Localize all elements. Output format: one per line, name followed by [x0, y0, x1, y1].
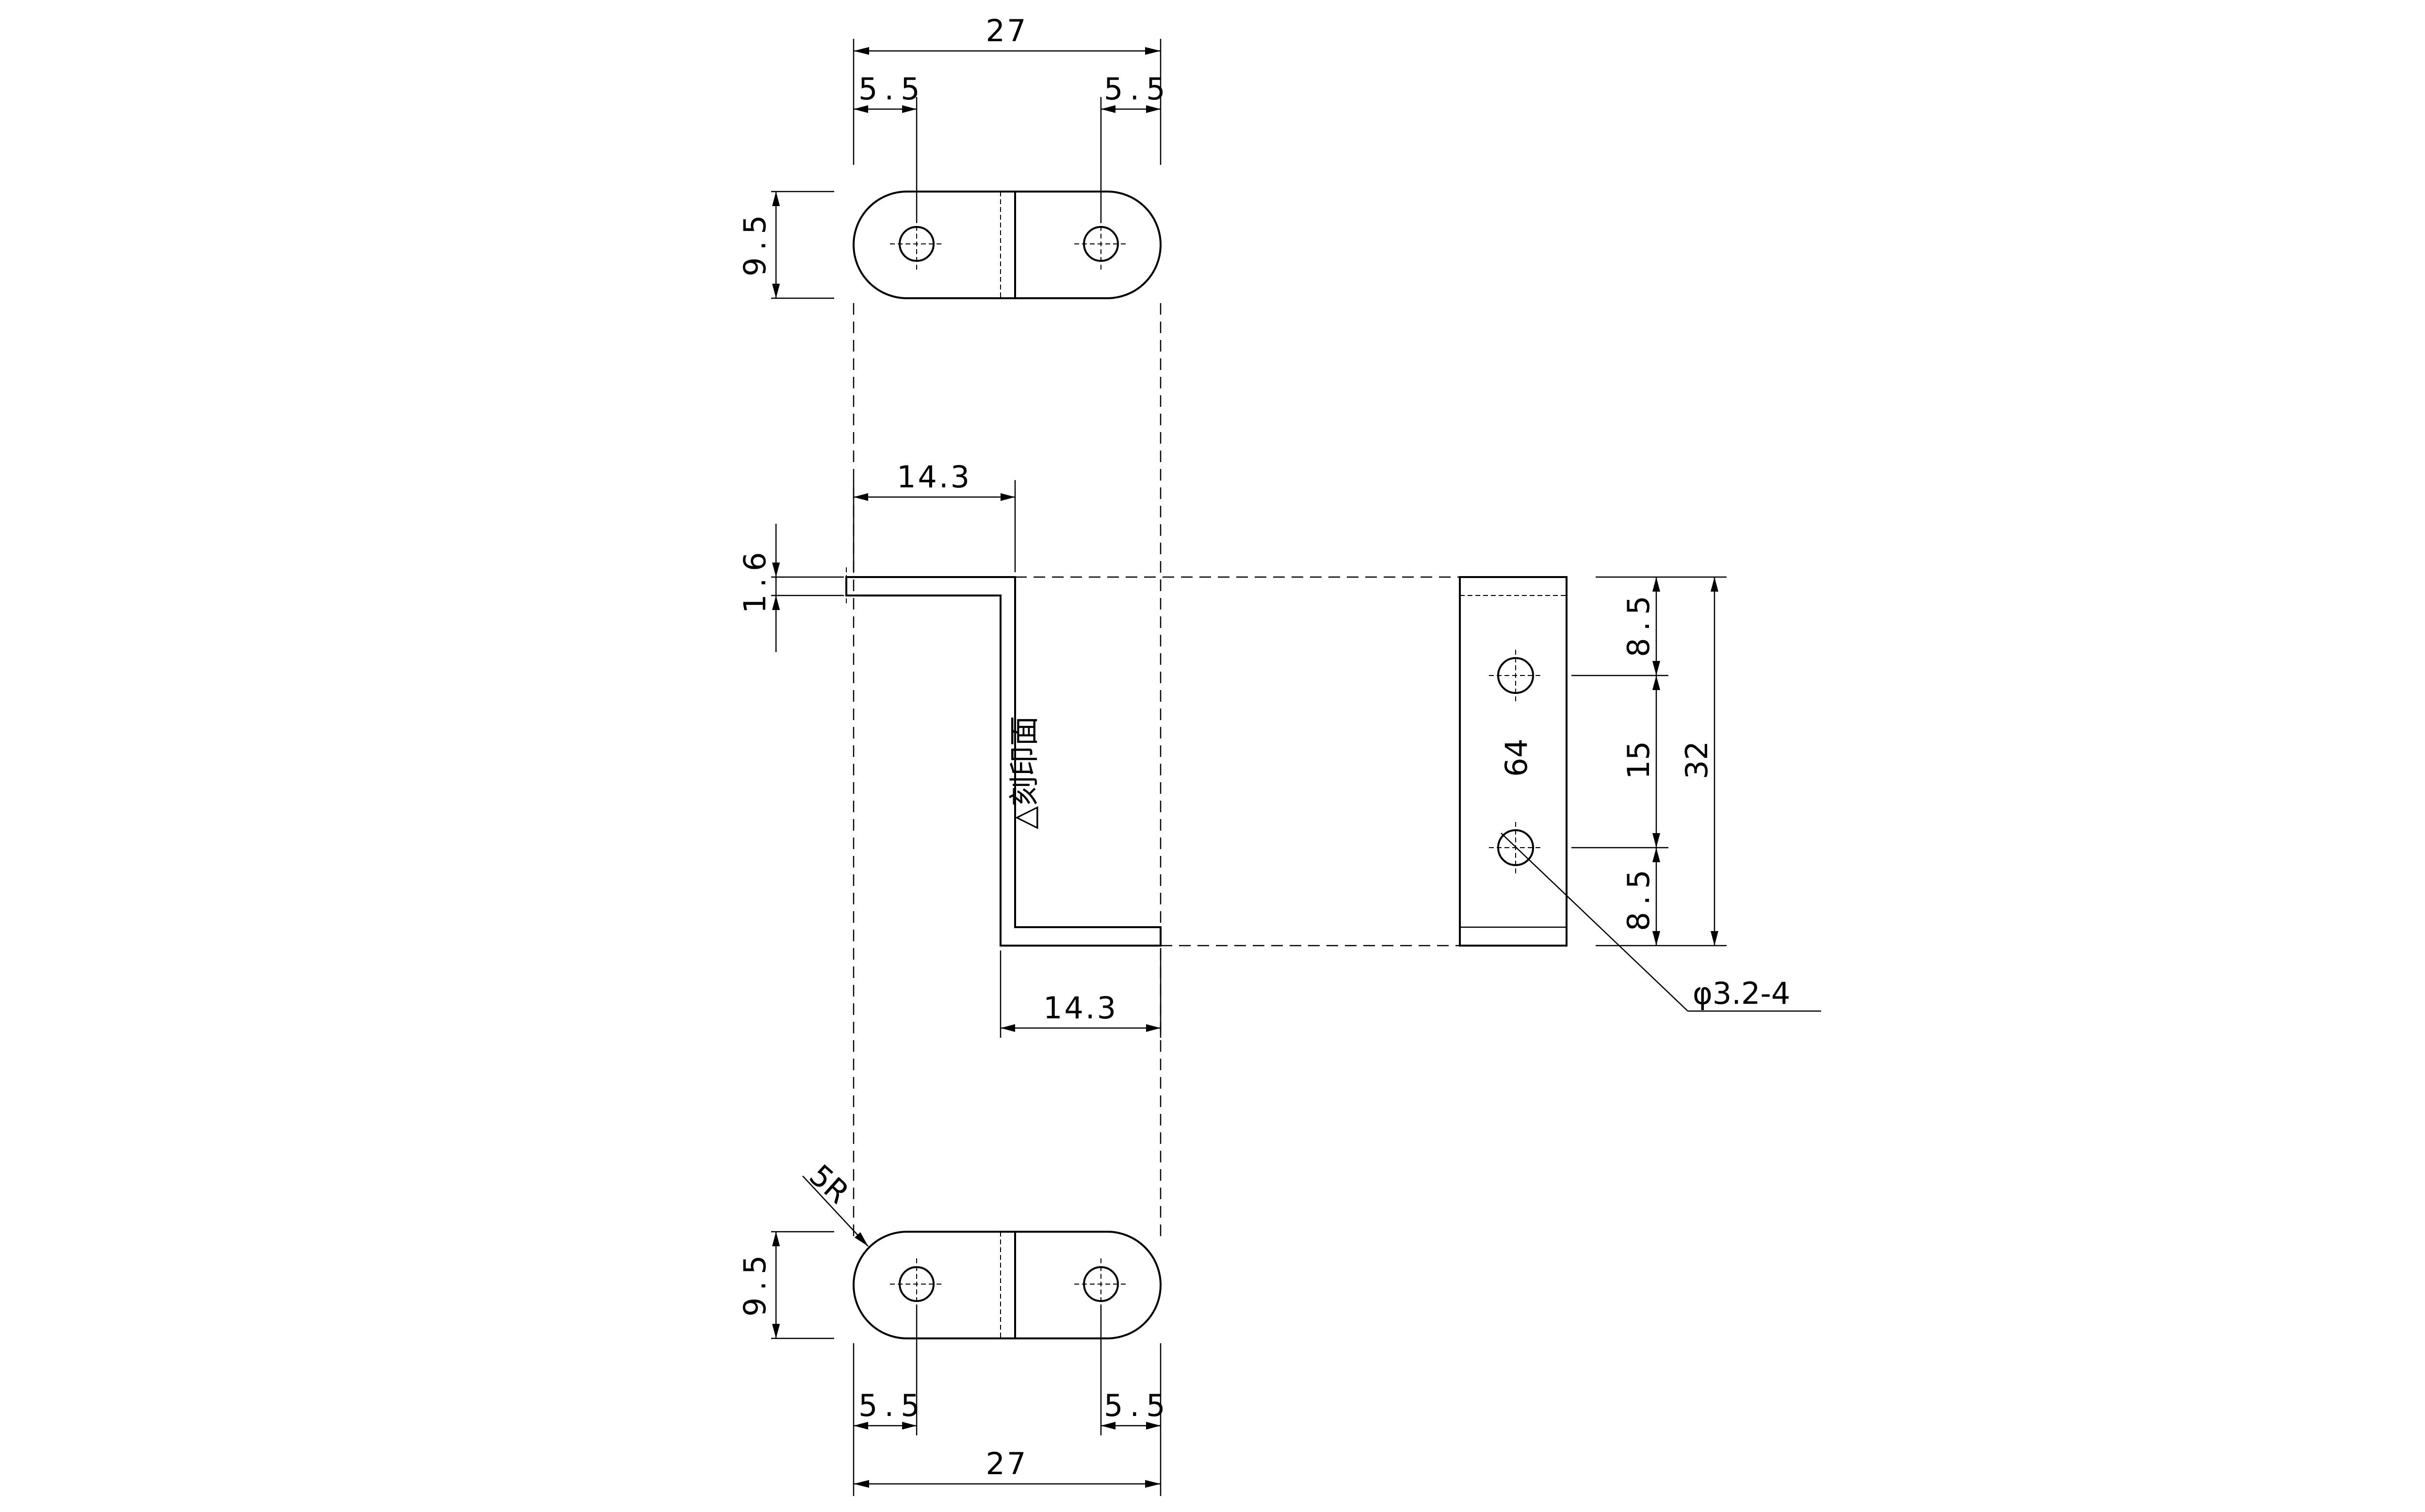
hole-callout-note: φ3.2-4	[1693, 976, 1790, 1011]
arrowhead	[1711, 577, 1718, 592]
arrowhead	[1652, 676, 1660, 690]
arrowhead	[1652, 577, 1660, 592]
arrowhead	[854, 47, 869, 55]
dim-bottom-width: 27	[986, 1446, 1028, 1481]
arrowhead	[1652, 833, 1660, 848]
arrowhead	[902, 1422, 917, 1430]
arrowhead	[1146, 1024, 1161, 1032]
radius-leader-line	[802, 1175, 869, 1247]
arrowhead	[1652, 661, 1660, 676]
arrowhead	[1101, 105, 1116, 113]
dim-front-mid-pitch: 15	[1621, 741, 1656, 779]
arrowhead	[772, 595, 780, 610]
dim-front-width: 32	[1679, 741, 1714, 779]
dim-top-right-offset: 5.5	[1104, 71, 1172, 107]
dim-bottom-left-offset: 5.5	[858, 1388, 927, 1423]
arrowhead	[1711, 931, 1718, 946]
dim-thickness: 1.6	[737, 545, 773, 613]
dim-front-top-pitch: 8.5	[1621, 589, 1656, 657]
dim-top-height: 9.5	[737, 208, 773, 276]
front-view: 64 8.5 15 8.5 32 φ3.2-4	[1459, 576, 1821, 1012]
arrowhead	[854, 493, 868, 501]
bottom-plate-outline	[853, 1231, 1162, 1339]
dim-bottom-height: 9.5	[737, 1248, 773, 1317]
arrowhead	[1146, 1422, 1161, 1430]
arrowhead	[1001, 493, 1015, 501]
arrowhead	[855, 1232, 868, 1246]
top-plate-outline	[853, 191, 1162, 299]
arrowhead	[854, 105, 868, 113]
top-view: 27 5.5 5.5 9.5	[737, 13, 1172, 299]
dim-side-bottom-flange: 14.3	[1043, 990, 1118, 1026]
arrowhead	[772, 563, 780, 577]
bottom-view: 5R 9.5 5.5 5.5 27	[737, 1158, 1172, 1496]
arrowhead	[854, 1422, 868, 1430]
arrowhead	[772, 284, 780, 298]
front-plate-outline	[1459, 576, 1568, 947]
arrowhead	[1652, 848, 1660, 862]
arrowhead	[1145, 1480, 1161, 1488]
arrowhead	[772, 192, 780, 206]
arrowhead	[1146, 105, 1161, 113]
dim-front-height: 64	[1499, 739, 1534, 777]
dim-top-left-offset: 5.5	[858, 71, 927, 107]
side-view: 14.3 1.6 △刻印面 14.3	[737, 459, 1162, 1038]
dim-top-width: 27	[986, 13, 1028, 48]
arrowhead	[772, 1324, 780, 1338]
hole-leader-line	[1501, 833, 1688, 1012]
arrowhead	[1652, 931, 1660, 946]
arrowhead	[772, 1232, 780, 1246]
arrowhead	[1101, 1422, 1116, 1430]
stamp-face-note: △刻印面	[1006, 716, 1042, 829]
dim-bottom-radius: 5R	[803, 1158, 856, 1210]
arrowhead	[1001, 1024, 1015, 1032]
arrowhead	[1145, 47, 1161, 55]
dim-side-top-flange: 14.3	[897, 459, 971, 495]
arrowhead	[854, 1480, 869, 1488]
side-profile-outline	[845, 576, 1162, 947]
dim-front-bottom-pitch: 8.5	[1621, 863, 1656, 931]
projection-lines	[853, 303, 1460, 1237]
arrowhead	[902, 105, 917, 113]
dim-bottom-right-offset: 5.5	[1104, 1388, 1172, 1423]
